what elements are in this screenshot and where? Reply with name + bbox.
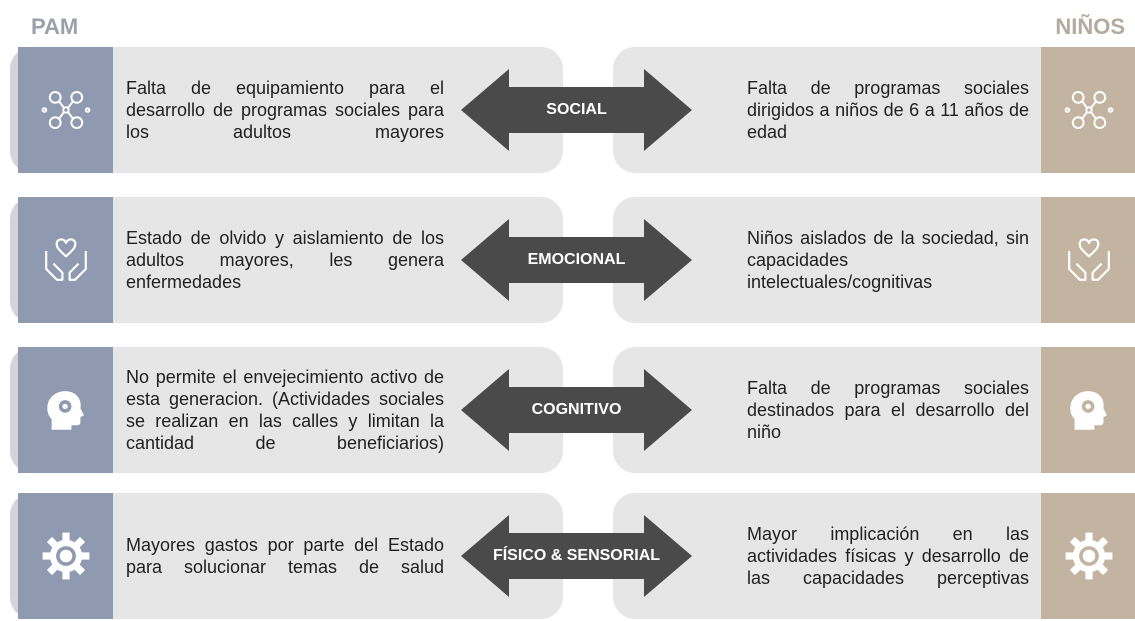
ninos-text-emocional: Niños aislados de la sociedad, sin capac… bbox=[747, 228, 1029, 292]
double-arrow-social: SOCIAL bbox=[461, 69, 692, 151]
row-fisico-sensorial: Mayores gastos por parte del Estado para… bbox=[0, 493, 1135, 621]
double-arrow-fisico-sensorial: FÍSICO & SENSORIAL bbox=[461, 515, 692, 597]
header-ninos: NIÑOS bbox=[1055, 14, 1125, 39]
ninos-text-cognitivo: Falta de programas sociales destinados p… bbox=[747, 378, 1029, 442]
ninos-text-fisico: Mayor implicación en las actividades fís… bbox=[747, 524, 1029, 588]
network-people-icon bbox=[18, 47, 113, 173]
row-emocional: Estado de olvido y aislamiento de los ad… bbox=[0, 197, 1135, 325]
head-gear-icon bbox=[1041, 347, 1135, 473]
pam-text-social: Falta de equipamiento para el desarrollo… bbox=[126, 78, 444, 142]
ninos-text-social: Falta de programas sociales dirigidos a … bbox=[747, 78, 1029, 142]
double-arrow-emocional: EMOCIONAL bbox=[461, 219, 692, 301]
pam-text-fisico: Mayores gastos por parte del Estado para… bbox=[126, 535, 444, 577]
category-label: FÍSICO & SENSORIAL bbox=[492, 547, 661, 564]
network-people-icon bbox=[1041, 47, 1135, 173]
row-cognitivo: No permite el envejecimiento activo de e… bbox=[0, 347, 1135, 475]
hands-heart-icon bbox=[18, 197, 113, 323]
gear-icon bbox=[18, 493, 113, 619]
pam-text-cognitivo: No permite el envejecimiento activo de e… bbox=[126, 367, 444, 453]
row-social: Falta de equipamiento para el desarrollo… bbox=[0, 47, 1135, 175]
category-label: SOCIAL bbox=[546, 101, 607, 118]
head-gear-icon bbox=[18, 347, 113, 473]
pam-text-emocional: Estado de olvido y aislamiento de los ad… bbox=[126, 228, 444, 292]
category-label: EMOCIONAL bbox=[527, 251, 626, 268]
header-pam: PAM bbox=[31, 14, 79, 39]
category-label: COGNITIVO bbox=[531, 401, 622, 418]
double-arrow-cognitivo: COGNITIVO bbox=[461, 369, 692, 451]
gear-icon bbox=[1041, 493, 1135, 619]
hands-heart-icon bbox=[1041, 197, 1135, 323]
